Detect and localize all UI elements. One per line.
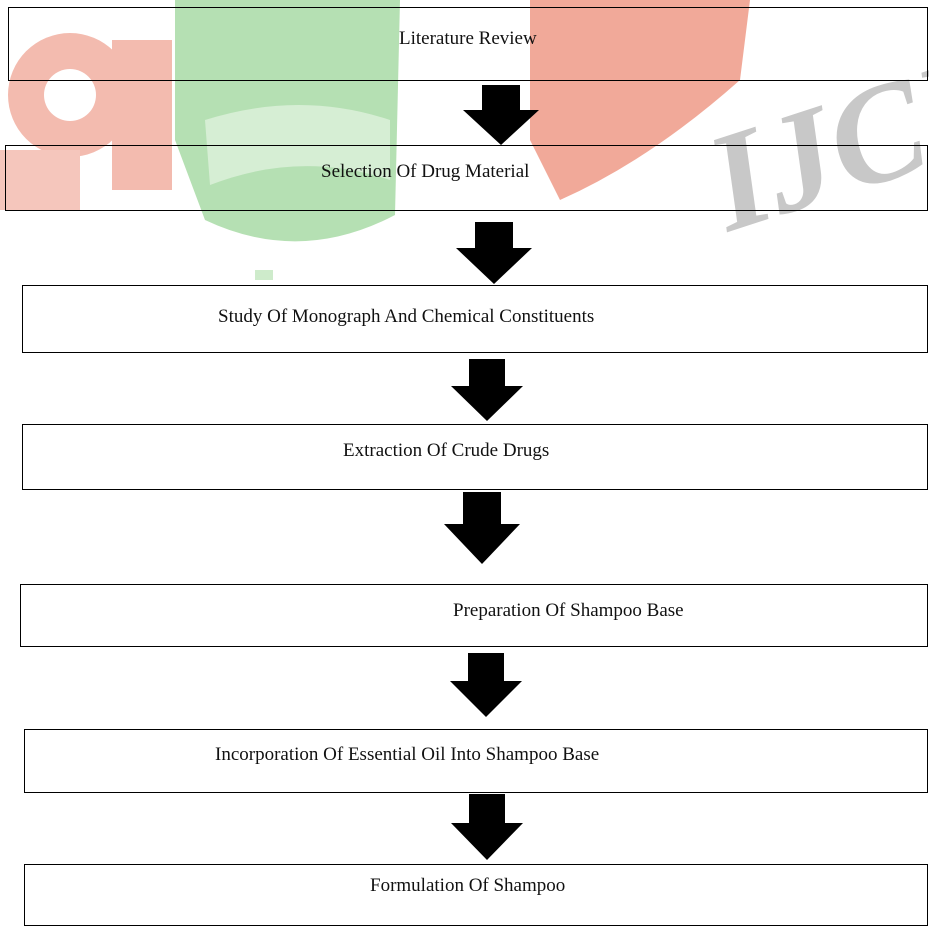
step-label: Extraction Of Crude Drugs bbox=[343, 440, 550, 461]
step-preparation-of-shampoo-base: Preparation Of Shampoo Base bbox=[20, 584, 928, 647]
down-arrow-icon bbox=[450, 653, 522, 722]
step-label: Selection Of Drug Material bbox=[321, 161, 530, 182]
down-arrow-icon bbox=[451, 794, 523, 865]
step-formulation-of-shampoo: Formulation Of Shampoo bbox=[24, 864, 928, 926]
red-slab-watermark bbox=[530, 0, 750, 200]
down-arrow-icon bbox=[444, 492, 520, 569]
step-study-of-monograph: Study Of Monograph And Chemical Constitu… bbox=[22, 285, 928, 353]
down-arrow-icon bbox=[456, 222, 532, 289]
step-label: Study Of Monograph And Chemical Constitu… bbox=[218, 306, 595, 327]
step-label: Literature Review bbox=[399, 28, 537, 49]
step-label: Formulation Of Shampoo bbox=[370, 875, 566, 896]
step-selection-of-drug-material: Selection Of Drug Material bbox=[5, 145, 928, 211]
gear-watermark-icon bbox=[0, 33, 172, 210]
down-arrow-icon bbox=[451, 359, 523, 426]
step-incorporation-of-essential-oil: Incorporation Of Essential Oil Into Sham… bbox=[24, 729, 928, 793]
step-label: Incorporation Of Essential Oil Into Sham… bbox=[215, 744, 600, 765]
step-literature-review: Literature Review bbox=[8, 7, 928, 81]
down-arrow-icon bbox=[463, 85, 539, 150]
step-label: Preparation Of Shampoo Base bbox=[453, 600, 684, 621]
step-extraction-of-crude-drugs: Extraction Of Crude Drugs bbox=[22, 424, 928, 490]
